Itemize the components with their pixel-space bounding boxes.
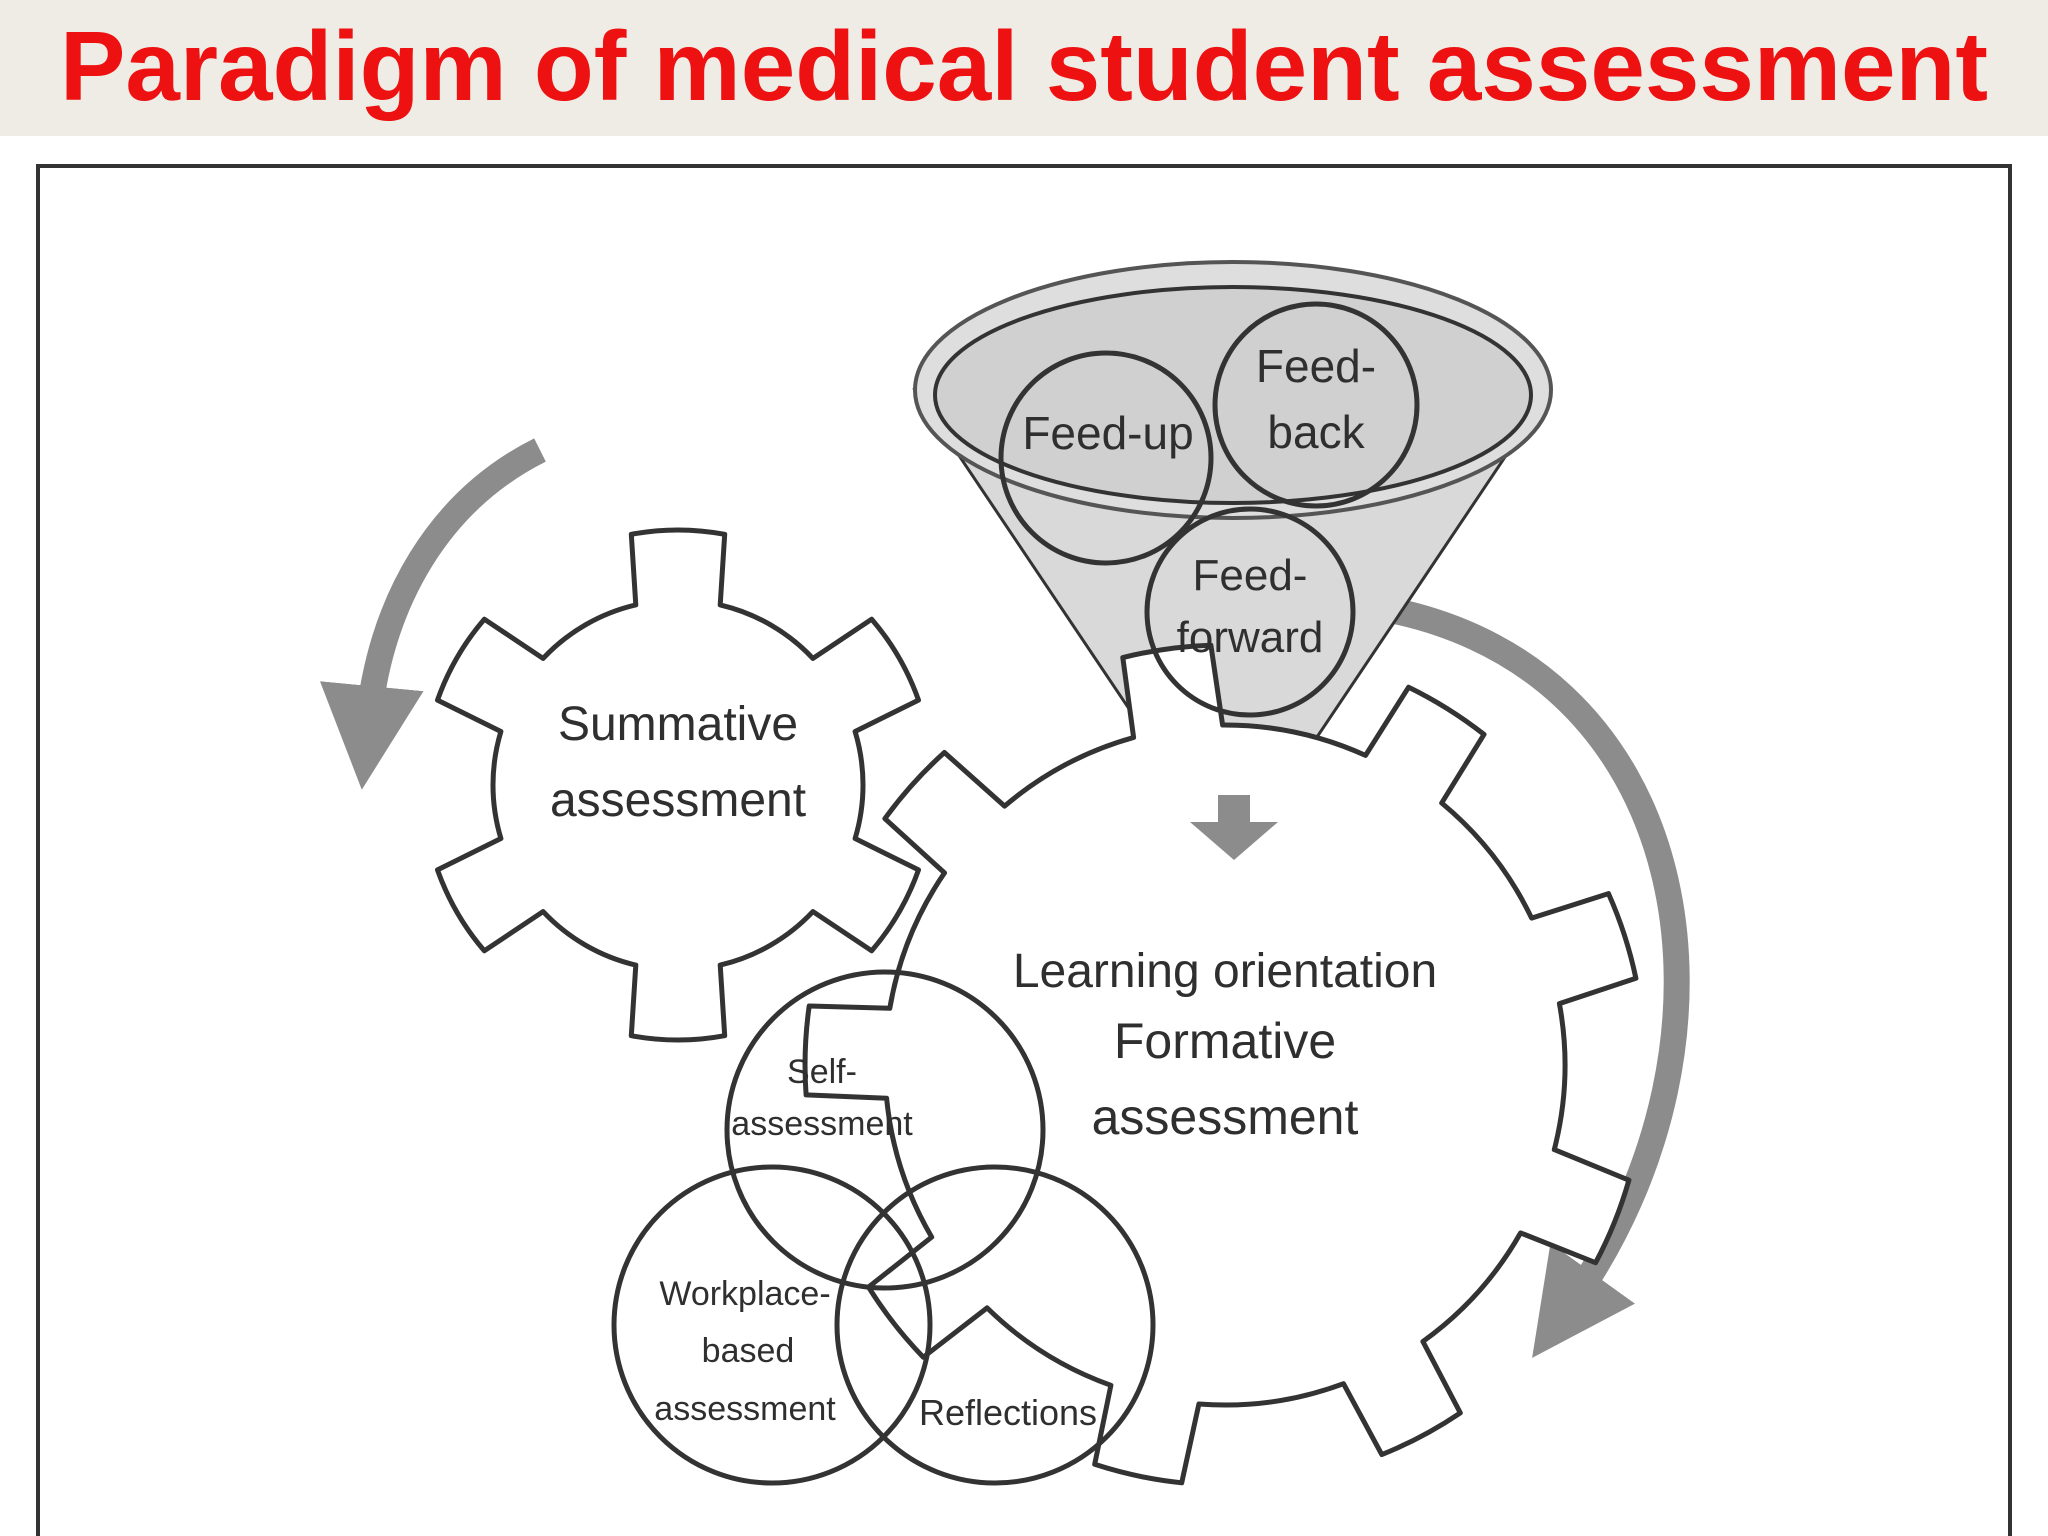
feed-forward-label-line2: forward [1177,613,1324,662]
formative-label-line1: Learning orientation [1013,945,1437,998]
formative-assessment-gear [802,642,1639,1486]
formative-label-line3: assessment [1092,1089,1359,1145]
self-assessment-label-line1: Self- [787,1053,857,1091]
feed-up-label: Feed-up [1022,407,1193,459]
right-cycle-arrow [1358,592,1690,1358]
workplace-label-line1: Workplace- [659,1275,830,1313]
feed-back-circle [1212,301,1420,509]
self-assessment-label-line2: assessment [731,1105,913,1143]
feed-up-circle [998,350,1214,566]
self-assessment-circle [724,969,1046,1291]
left-cycle-arrow [319,438,546,790]
funnel-down-arrow [1190,795,1278,860]
feed-forward-circle [1144,506,1356,718]
reflections-circle [834,1164,1156,1486]
reflections-label: Reflections [919,1392,1097,1433]
summative-label-line2: assessment [550,774,806,827]
workplace-based-assessment-circle [611,1164,933,1486]
formative-label-line2: Formative [1114,1013,1336,1069]
workplace-label-line3: assessment [654,1390,836,1428]
slide-title: Paradigm of medical student assessment [60,11,1988,121]
funnel-rim-inner [933,285,1533,505]
feed-back-label-line2: back [1267,406,1365,458]
summative-assessment-gear [435,527,921,1043]
diagram-frame [36,164,2012,1536]
feed-forward-label-line1: Feed- [1193,551,1308,600]
title-bar: Paradigm of medical student assessment [0,0,2048,136]
feed-back-label-line1: Feed- [1256,340,1376,392]
workplace-label-line2: based [702,1332,795,1370]
summative-label-line1: Summative [558,698,798,751]
